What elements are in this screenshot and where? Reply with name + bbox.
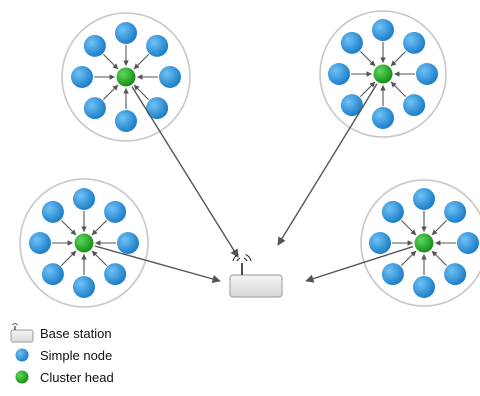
- legend-simple-node-label: Simple node: [40, 347, 113, 363]
- simple-node: [29, 232, 51, 254]
- cluster-head: [116, 67, 136, 87]
- signal-wave: [232, 253, 239, 262]
- cluster-bottom-right: [360, 179, 480, 307]
- simple-node: [413, 276, 435, 298]
- simple-node: [115, 22, 137, 44]
- legend-cluster-head: Cluster head: [8, 366, 208, 388]
- signal-wave: [245, 253, 252, 262]
- cluster-bottom-left: [19, 178, 149, 308]
- simple-node: [413, 188, 435, 210]
- simple-node: [73, 276, 95, 298]
- legend-base-station-label: Base station: [40, 325, 112, 341]
- simple-node: [381, 200, 404, 223]
- simple-node: [41, 263, 64, 286]
- simple-node-icon: [15, 348, 29, 362]
- cluster-head-icon: [15, 370, 29, 384]
- node-link-arrow: [133, 84, 150, 101]
- node-link-arrow: [359, 81, 376, 98]
- node-link-arrow: [400, 250, 417, 267]
- node-link-arrow: [431, 250, 448, 267]
- simple-node: [444, 200, 467, 223]
- cluster-head: [373, 64, 393, 84]
- simple-node: [444, 263, 467, 286]
- simple-node: [83, 34, 106, 57]
- simple-node: [41, 200, 64, 223]
- signal-wave: [236, 257, 241, 262]
- simple-node: [104, 263, 127, 286]
- base-station: [229, 253, 283, 298]
- simple-node: [340, 31, 363, 54]
- simple-node: [372, 107, 394, 129]
- simple-node: [369, 232, 391, 254]
- simple-node: [381, 263, 404, 286]
- node-link-arrow: [102, 53, 119, 70]
- legend: Base station Simple node Cluster head: [8, 322, 208, 388]
- node-link-arrow: [133, 53, 150, 70]
- uplink-arrow: [94, 245, 221, 284]
- simple-node: [403, 94, 426, 117]
- node-link-arrow: [390, 50, 407, 67]
- cluster-head: [414, 233, 434, 253]
- simple-node: [146, 97, 169, 120]
- simple-node: [73, 188, 95, 210]
- node-link-arrow: [102, 84, 119, 101]
- simple-node: [117, 232, 139, 254]
- simple-node: [403, 31, 426, 54]
- node-link-arrow: [359, 50, 376, 67]
- node-link-arrow: [91, 250, 108, 267]
- simple-node: [328, 63, 350, 85]
- simple-node: [71, 66, 93, 88]
- simple-node: [372, 19, 394, 41]
- simple-node: [146, 34, 169, 57]
- cluster-top-left: [61, 12, 191, 142]
- node-link-arrow: [390, 81, 407, 98]
- node-link-arrow: [431, 219, 448, 236]
- simple-node: [159, 66, 181, 88]
- simple-node: [340, 94, 363, 117]
- cluster-head: [74, 233, 94, 253]
- node-link-arrow: [400, 219, 417, 236]
- simple-node: [104, 200, 127, 223]
- uplink-arrow: [131, 86, 239, 258]
- uplink-arrow: [305, 245, 414, 283]
- node-link-arrow: [60, 250, 77, 267]
- signal-wave: [243, 257, 248, 262]
- legend-cluster-head-label: Cluster head: [40, 369, 114, 385]
- simple-node: [457, 232, 479, 254]
- node-link-arrow: [91, 219, 108, 236]
- simple-node: [115, 110, 137, 132]
- cluster-top-right: [319, 10, 447, 138]
- base-station-icon: [10, 323, 34, 343]
- legend-simple-node: Simple node: [8, 344, 208, 366]
- base-station-body: [229, 274, 283, 298]
- simple-node: [83, 97, 106, 120]
- legend-base-station: Base station: [8, 322, 208, 344]
- node-link-arrow: [60, 219, 77, 236]
- uplink-arrow: [277, 83, 378, 246]
- simple-node: [416, 63, 438, 85]
